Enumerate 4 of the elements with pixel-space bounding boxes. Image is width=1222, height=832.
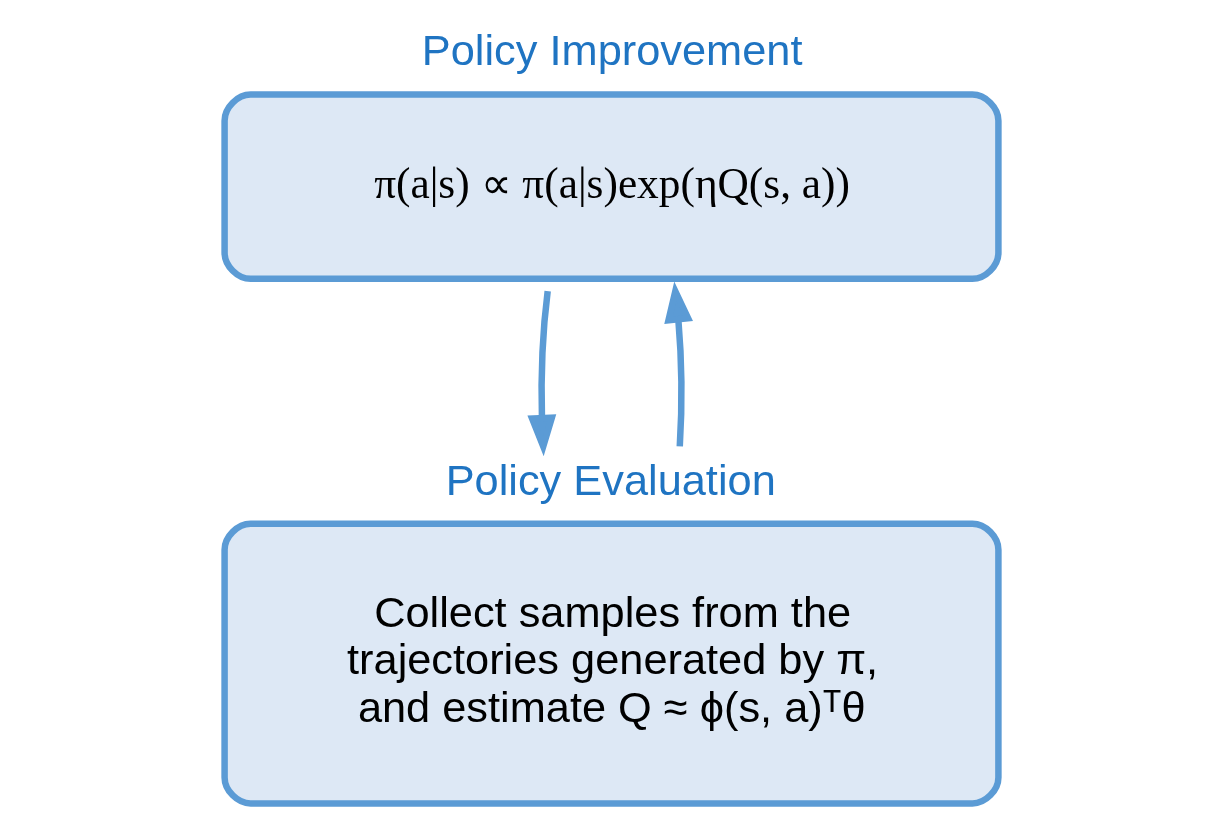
node-label: Policy Improvement: [421, 25, 802, 74]
arrow: [526, 290, 556, 456]
node-label: Policy Evaluation: [445, 455, 776, 504]
arrow: [663, 280, 693, 447]
